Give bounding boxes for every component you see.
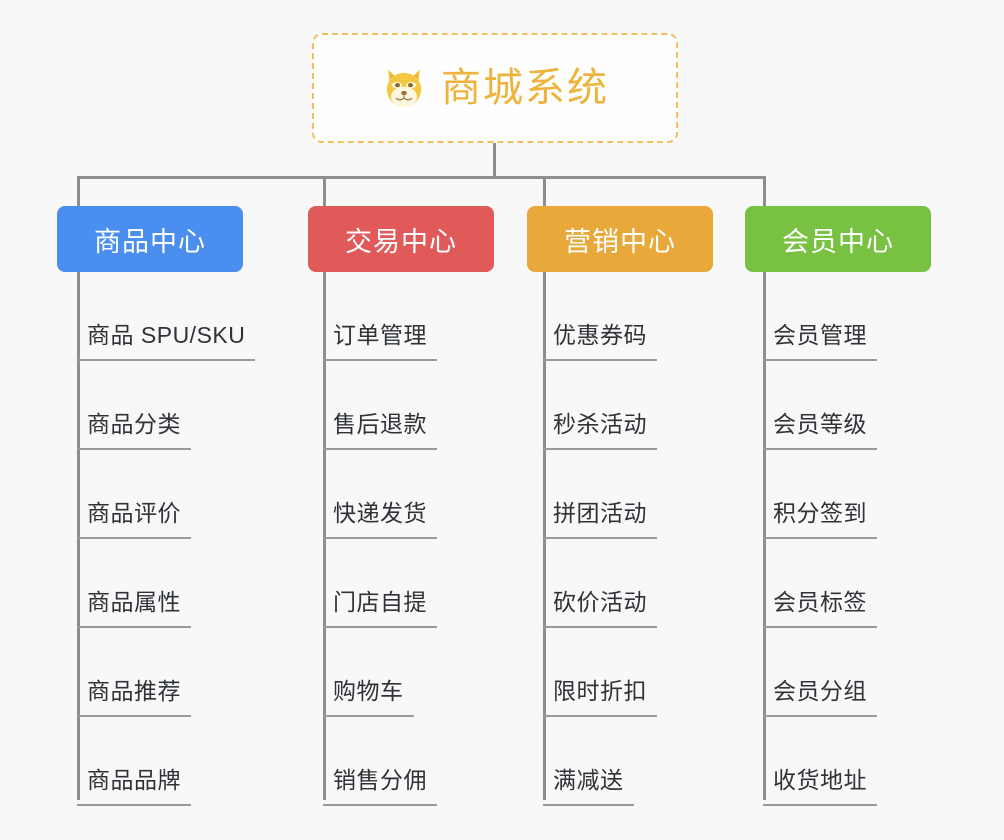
list-item-label: 订单管理 bbox=[323, 316, 437, 361]
list-item-label: 商品 SPU/SKU bbox=[77, 316, 256, 361]
list-item[interactable]: 销售分佣 bbox=[323, 717, 437, 806]
list-item-label: 砍价活动 bbox=[543, 583, 657, 628]
list-item[interactable]: 商品 SPU/SKU bbox=[77, 272, 256, 361]
list-item-label: 积分签到 bbox=[763, 494, 877, 539]
list-item[interactable]: 会员管理 bbox=[763, 272, 877, 361]
branch-trunk-trade-center bbox=[323, 272, 326, 800]
list-item-label: 商品推荐 bbox=[77, 672, 191, 717]
list-item-label: 门店自提 bbox=[323, 583, 437, 628]
list-item[interactable]: 门店自提 bbox=[323, 539, 437, 628]
list-item[interactable]: 商品属性 bbox=[77, 539, 191, 628]
list-item[interactable]: 商品分类 bbox=[77, 361, 191, 450]
list-item-label: 收货地址 bbox=[763, 761, 877, 806]
list-item-label: 会员标签 bbox=[763, 583, 877, 628]
list-item-label: 售后退款 bbox=[323, 405, 437, 450]
connector-drop-4 bbox=[763, 176, 766, 208]
list-item-label: 销售分佣 bbox=[323, 761, 437, 806]
list-item[interactable]: 满减送 bbox=[543, 717, 634, 806]
root-node[interactable]: 商城系统 bbox=[312, 33, 678, 143]
branch-trunk-marketing-center bbox=[543, 272, 546, 800]
connector-root-stem bbox=[493, 143, 496, 179]
branch-label: 商品中心 bbox=[94, 226, 206, 257]
branch-header-product-center[interactable]: 商品中心 bbox=[57, 206, 243, 272]
list-item[interactable]: 积分签到 bbox=[763, 450, 877, 539]
list-item[interactable]: 订单管理 bbox=[323, 272, 437, 361]
list-item-label: 商品属性 bbox=[77, 583, 191, 628]
shiba-dog-face-icon bbox=[381, 65, 427, 111]
branch-header-member-center[interactable]: 会员中心 bbox=[745, 206, 931, 272]
list-item[interactable]: 购物车 bbox=[323, 628, 414, 717]
list-item[interactable]: 拼团活动 bbox=[543, 450, 657, 539]
connector-horizontal-bus bbox=[77, 176, 765, 179]
list-item[interactable]: 商品品牌 bbox=[77, 717, 191, 806]
list-item-label: 限时折扣 bbox=[543, 672, 657, 717]
list-item[interactable]: 售后退款 bbox=[323, 361, 437, 450]
list-item[interactable]: 快递发货 bbox=[323, 450, 437, 539]
list-item[interactable]: 限时折扣 bbox=[543, 628, 657, 717]
branch-label: 交易中心 bbox=[345, 226, 457, 257]
branch-header-marketing-center[interactable]: 营销中心 bbox=[527, 206, 713, 272]
branch-header-trade-center[interactable]: 交易中心 bbox=[308, 206, 494, 272]
list-item[interactable]: 秒杀活动 bbox=[543, 361, 657, 450]
list-item-label: 商品评价 bbox=[77, 494, 191, 539]
list-item-label: 购物车 bbox=[323, 672, 414, 717]
list-item[interactable]: 会员分组 bbox=[763, 628, 877, 717]
branch-label: 营销中心 bbox=[564, 226, 676, 257]
connector-drop-2 bbox=[323, 176, 326, 208]
list-item-label: 会员等级 bbox=[763, 405, 877, 450]
connector-drop-1 bbox=[77, 176, 80, 208]
list-item-label: 快递发货 bbox=[323, 494, 437, 539]
list-item-label: 会员分组 bbox=[763, 672, 877, 717]
list-item-label: 优惠券码 bbox=[543, 316, 657, 361]
list-item[interactable]: 商品推荐 bbox=[77, 628, 191, 717]
list-item-label: 会员管理 bbox=[763, 316, 877, 361]
branch-trunk-product-center bbox=[77, 272, 80, 800]
list-item[interactable]: 砍价活动 bbox=[543, 539, 657, 628]
list-item-label: 商品品牌 bbox=[77, 761, 191, 806]
list-item[interactable]: 会员标签 bbox=[763, 539, 877, 628]
list-item-label: 满减送 bbox=[543, 761, 634, 806]
list-item-label: 秒杀活动 bbox=[543, 405, 657, 450]
list-item[interactable]: 商品评价 bbox=[77, 450, 191, 539]
list-item-label: 商品分类 bbox=[77, 405, 191, 450]
list-item-label: 拼团活动 bbox=[543, 494, 657, 539]
list-item[interactable]: 收货地址 bbox=[763, 717, 877, 806]
list-item[interactable]: 优惠券码 bbox=[543, 272, 657, 361]
branch-trunk-member-center bbox=[763, 272, 766, 800]
branch-label: 会员中心 bbox=[782, 226, 894, 257]
connector-drop-3 bbox=[543, 176, 546, 208]
list-item[interactable]: 会员等级 bbox=[763, 361, 877, 450]
root-title: 商城系统 bbox=[441, 66, 609, 110]
